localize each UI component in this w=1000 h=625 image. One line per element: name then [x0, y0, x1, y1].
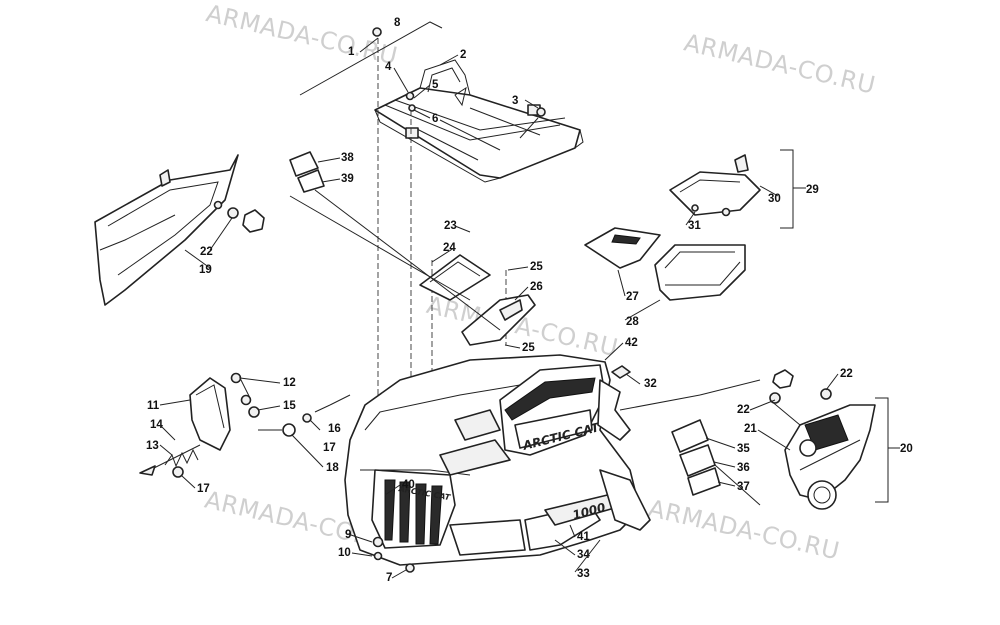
plug	[611, 365, 631, 379]
callout: 1	[348, 46, 355, 58]
callout: 22	[840, 368, 853, 380]
callout: 25	[522, 342, 535, 354]
callout: 36	[737, 462, 750, 474]
callout: 14	[150, 419, 163, 431]
callout: 26	[530, 281, 543, 293]
callout: 24	[443, 242, 456, 254]
callout: 15	[283, 400, 296, 412]
callout: 17	[323, 442, 336, 454]
callout: 35	[737, 443, 750, 455]
watermark: ARMADA-CO.RU	[681, 28, 878, 99]
right-side-panel	[784, 404, 876, 510]
callout: 19	[199, 264, 212, 276]
callout: 21	[744, 423, 757, 435]
callout: 29	[806, 184, 819, 196]
callout: 28	[626, 316, 639, 328]
callout: 7	[386, 572, 392, 584]
callout: 32	[644, 378, 657, 390]
callout: 23	[444, 220, 457, 232]
callout: 4	[385, 61, 392, 73]
callout: 33	[577, 568, 590, 580]
front-rack	[299, 21, 584, 183]
storage-lid	[669, 154, 761, 217]
callout: 42	[625, 337, 638, 349]
callout: 30	[768, 193, 781, 205]
callout: 2	[460, 49, 466, 61]
callout: 8	[394, 17, 401, 29]
headlight-assembly	[139, 377, 231, 476]
vent-panel	[419, 254, 536, 346]
callout: 11	[147, 400, 160, 412]
callout-labels: 1 2 3 4 5 6 7 8 9 10 11 12 13 14 15 16 1…	[146, 17, 913, 584]
decal-set	[289, 151, 721, 496]
callout: 18	[326, 462, 339, 474]
callout: 5	[432, 79, 439, 91]
front-body-panel: ARCTIC CAT ARCTIC CAT 1000	[344, 354, 651, 566]
callout: 17	[197, 483, 210, 495]
callout: 10	[338, 547, 351, 559]
watermark: ARMADA-CO.RU	[204, 0, 401, 70]
callout: 3	[512, 95, 518, 107]
callout: 25	[530, 261, 543, 273]
storage-bin	[584, 227, 746, 301]
callout: 22	[200, 246, 213, 258]
callout: 39	[341, 173, 354, 185]
screw	[372, 27, 382, 37]
callout: 38	[341, 152, 354, 164]
callout: 34	[577, 549, 590, 561]
callout: 27	[626, 291, 639, 303]
callout: 12	[283, 377, 296, 389]
callout: 9	[345, 529, 351, 541]
callout: 20	[900, 443, 913, 455]
callout: 6	[432, 113, 438, 125]
callout: 31	[688, 220, 701, 232]
callout: 37	[737, 481, 750, 493]
left-side-panel	[94, 154, 239, 306]
callout: 40	[402, 479, 415, 491]
nut	[242, 209, 265, 233]
callout: 22	[737, 404, 750, 416]
callout: 41	[577, 531, 590, 543]
callout: 16	[328, 423, 341, 435]
callout: 13	[146, 440, 159, 452]
